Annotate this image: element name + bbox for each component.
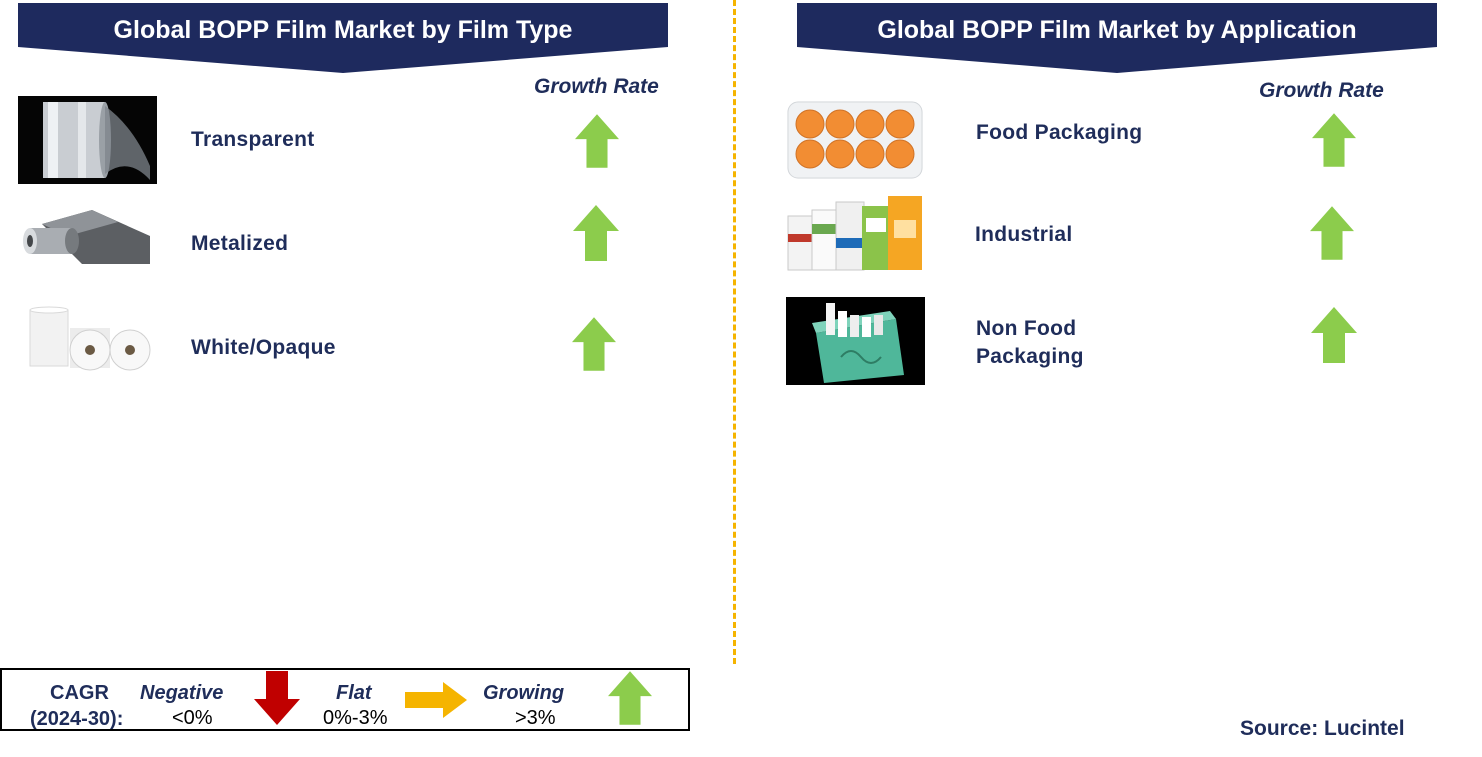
up-arrow-icon [1310, 205, 1354, 261]
application-growth-header: Growth Rate [1259, 79, 1384, 102]
film-type-growth-header: Growth Rate [534, 75, 659, 98]
cagr-legend: CAGR (2024-30): Negative <0% Flat 0%-3% … [0, 668, 690, 731]
legend-growing-range: >3% [515, 707, 556, 729]
row-label-non-food-packaging: Non Food Packaging [976, 315, 1084, 371]
up-arrow-icon [573, 205, 619, 261]
industrial-image [786, 194, 926, 272]
application-title: Global BOPP Film Market by Application [877, 15, 1357, 44]
panel-divider [733, 0, 736, 664]
row-label-food-packaging: Food Packaging [976, 121, 1143, 144]
row-label-metalized: Metalized [191, 232, 289, 255]
up-arrow-icon [575, 113, 619, 169]
non-food-packaging-image [786, 297, 925, 385]
down-arrow-icon [254, 671, 300, 725]
legend-growing-label: Growing [483, 682, 565, 704]
row-label-transparent: Transparent [191, 128, 315, 151]
film-type-title: Global BOPP Film Market by Film Type [113, 15, 573, 44]
up-arrow-icon [572, 316, 616, 372]
transparent-film-image [18, 96, 157, 184]
metalized-film-image [22, 206, 152, 266]
legend-cagr-label: CAGR [50, 682, 109, 704]
legend-negative-range: <0% [172, 707, 213, 729]
legend-flat-range: 0%-3% [323, 707, 388, 729]
row-label-non-food-line1: Non Food [976, 317, 1077, 340]
legend-negative-label: Negative [140, 682, 224, 704]
up-arrow-icon [1312, 113, 1356, 167]
white-opaque-film-image [26, 306, 154, 372]
row-label-industrial: Industrial [975, 223, 1073, 246]
row-label-white-opaque: White/Opaque [191, 336, 336, 359]
application-banner: Global BOPP Film Market by Application [797, 3, 1437, 73]
food-packaging-image [786, 98, 924, 182]
up-arrow-icon [608, 670, 652, 726]
right-arrow-icon [405, 682, 467, 718]
row-label-non-food-line2: Packaging [976, 345, 1084, 368]
source-credit: Source: Lucintel [1240, 717, 1405, 740]
film-type-banner: Global BOPP Film Market by Film Type [18, 3, 668, 73]
legend-flat-label: Flat [336, 682, 372, 704]
up-arrow-icon [1311, 307, 1357, 363]
legend-period: (2024-30): [30, 708, 124, 730]
